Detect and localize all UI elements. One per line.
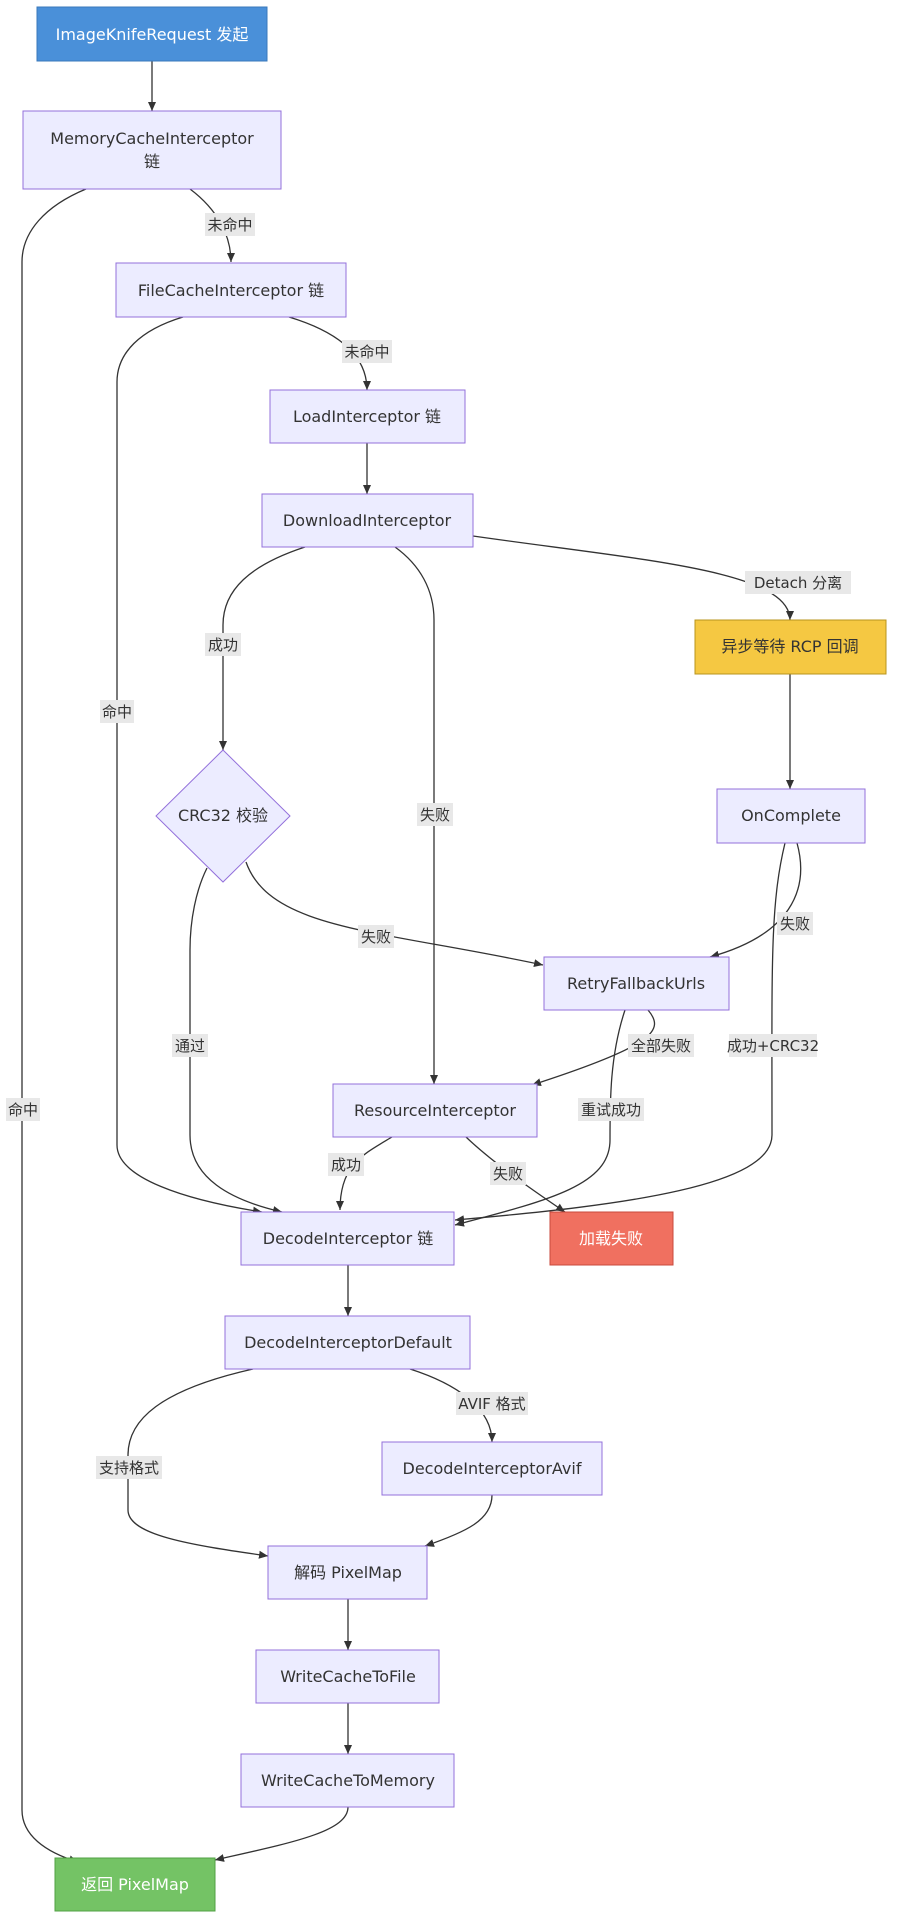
node-load-label: LoadInterceptor 链	[293, 407, 441, 426]
edge-avif-to-pixelmap	[424, 1494, 493, 1547]
edge-oncomplete-to-retry-fail	[709, 842, 802, 959]
node-return-pixelmap-label: 返回 PixelMap	[81, 1875, 189, 1894]
node-load-fail[interactable]: 加载失败	[549, 1211, 674, 1266]
node-decode-avif[interactable]: DecodeInterceptorAvif	[381, 1441, 603, 1496]
edge-label-complete-fail: 失败	[780, 915, 810, 933]
edge-label-retry-all-fail: 全部失败	[631, 1037, 691, 1055]
node-retry-box	[543, 956, 730, 1011]
node-download[interactable]: DownloadInterceptor	[261, 493, 474, 548]
edge-crc-to-decode-pass	[189, 867, 283, 1214]
node-write-memory-label: WriteCacheToMemory	[261, 1771, 435, 1790]
node-crc32-diamond	[155, 749, 291, 883]
edge-label-retry-success: 重试成功	[581, 1101, 641, 1119]
node-resource[interactable]: ResourceInterceptor	[332, 1083, 538, 1138]
node-memory-cache[interactable]: MemoryCacheInterceptor 链	[22, 110, 282, 190]
edge-label-resource-success: 成功	[331, 1156, 361, 1174]
node-resource-label: ResourceInterceptor	[354, 1101, 516, 1120]
edge-label-mem-miss: 未命中	[207, 216, 252, 234]
edge-download-to-crc-success	[219, 546, 306, 750]
node-crc32[interactable]: CRC32 校验	[155, 749, 291, 883]
edge-label-download-fail: 失败	[420, 806, 450, 824]
edge-download-to-resource-fail	[394, 546, 438, 1084]
node-on-complete[interactable]: OnComplete	[716, 788, 866, 844]
node-file-cache-box	[115, 262, 347, 318]
node-file-cache[interactable]: FileCacheInterceptor 链	[115, 262, 347, 318]
node-on-complete-box	[716, 788, 866, 844]
nodes: ImageKnifeRequest 发起 MemoryCacheIntercep…	[22, 6, 887, 1912]
edge-file-to-decode-hit	[116, 316, 263, 1215]
node-resource-box	[332, 1083, 538, 1138]
node-download-box	[261, 493, 474, 548]
node-load-fail-box	[549, 1211, 674, 1266]
node-rcp-wait-box	[694, 619, 887, 675]
node-start[interactable]: ImageKnifeRequest 发起	[36, 6, 268, 62]
node-memory-cache-box	[22, 110, 282, 190]
edge-label-detach: Detach 分离	[754, 574, 842, 592]
node-write-memory[interactable]: WriteCacheToMemory	[240, 1753, 455, 1808]
node-decode[interactable]: DecodeInterceptor 链	[240, 1211, 455, 1266]
node-write-file-label: WriteCacheToFile	[280, 1667, 416, 1686]
node-retry-label: RetryFallbackUrls	[567, 974, 705, 993]
node-load-box	[269, 389, 466, 444]
node-write-file[interactable]: WriteCacheToFile	[255, 1649, 440, 1704]
node-return-pixelmap-box	[54, 1857, 216, 1912]
node-memory-cache-label-line1: MemoryCacheInterceptor	[50, 129, 254, 148]
edge-label-crc-fail: 失败	[361, 928, 391, 946]
node-decode-avif-label: DecodeInterceptorAvif	[403, 1459, 582, 1478]
node-decode-pixelmap-box	[267, 1545, 428, 1600]
node-crc32-label: CRC32 校验	[178, 806, 268, 825]
node-start-label: ImageKnifeRequest 发起	[56, 25, 249, 44]
edge-download-to-rcp-detach	[472, 535, 794, 621]
node-decode-pixelmap[interactable]: 解码 PixelMap	[267, 1545, 428, 1600]
node-download-label: DownloadInterceptor	[283, 511, 452, 530]
node-decode-default-box	[224, 1315, 471, 1370]
edge-memory-to-return-hit	[21, 188, 87, 1864]
node-start-box	[36, 6, 268, 62]
node-rcp-wait-label: 异步等待 RCP 回调	[721, 637, 858, 656]
node-rcp-wait[interactable]: 异步等待 RCP 回调	[694, 619, 887, 675]
edge-writememory-to-return	[214, 1806, 349, 1862]
node-file-cache-label: FileCacheInterceptor 链	[138, 281, 324, 300]
node-decode-label: DecodeInterceptor 链	[263, 1229, 433, 1248]
node-decode-avif-box	[381, 1441, 603, 1496]
node-decode-box	[240, 1211, 455, 1266]
node-decode-default-label: DecodeInterceptorDefault	[244, 1333, 452, 1352]
node-decode-pixelmap-label: 解码 PixelMap	[294, 1563, 402, 1582]
node-on-complete-label: OnComplete	[741, 806, 841, 825]
edge-label-download-success: 成功	[208, 636, 238, 654]
edge-label-supported-format: 支持格式	[99, 1459, 159, 1477]
node-decode-default[interactable]: DecodeInterceptorDefault	[224, 1315, 471, 1370]
edge-label-crc-pass: 通过	[175, 1037, 205, 1055]
edge-oncomplete-to-decode-success	[454, 842, 786, 1224]
edge-label-resource-fail: 失败	[493, 1165, 523, 1183]
edge-labels: 未命中 命中 未命中 命中 成功 失败 Detach 分离 失败 成功+CRC3…	[6, 213, 851, 1479]
node-retry[interactable]: RetryFallbackUrls	[543, 956, 730, 1011]
edge-retry-to-decode-retry-success	[454, 1009, 626, 1227]
edge-label-mem-hit: 命中	[8, 1101, 38, 1119]
edge-default-to-pixelmap-supported	[127, 1368, 269, 1559]
node-load[interactable]: LoadInterceptor 链	[269, 389, 466, 444]
node-write-file-box	[255, 1649, 440, 1704]
edge-label-complete-success: 成功+CRC32	[727, 1037, 819, 1055]
edge-label-avif-format: AVIF 格式	[458, 1395, 525, 1413]
edge-label-file-miss: 未命中	[344, 343, 389, 361]
node-write-memory-box	[240, 1753, 455, 1808]
edge-crc-to-retry-fail	[245, 861, 544, 968]
node-memory-cache-label-line2: 链	[144, 152, 160, 171]
node-load-fail-label: 加载失败	[579, 1229, 643, 1248]
node-return-pixelmap[interactable]: 返回 PixelMap	[54, 1857, 216, 1912]
edge-label-file-hit: 命中	[102, 703, 132, 721]
